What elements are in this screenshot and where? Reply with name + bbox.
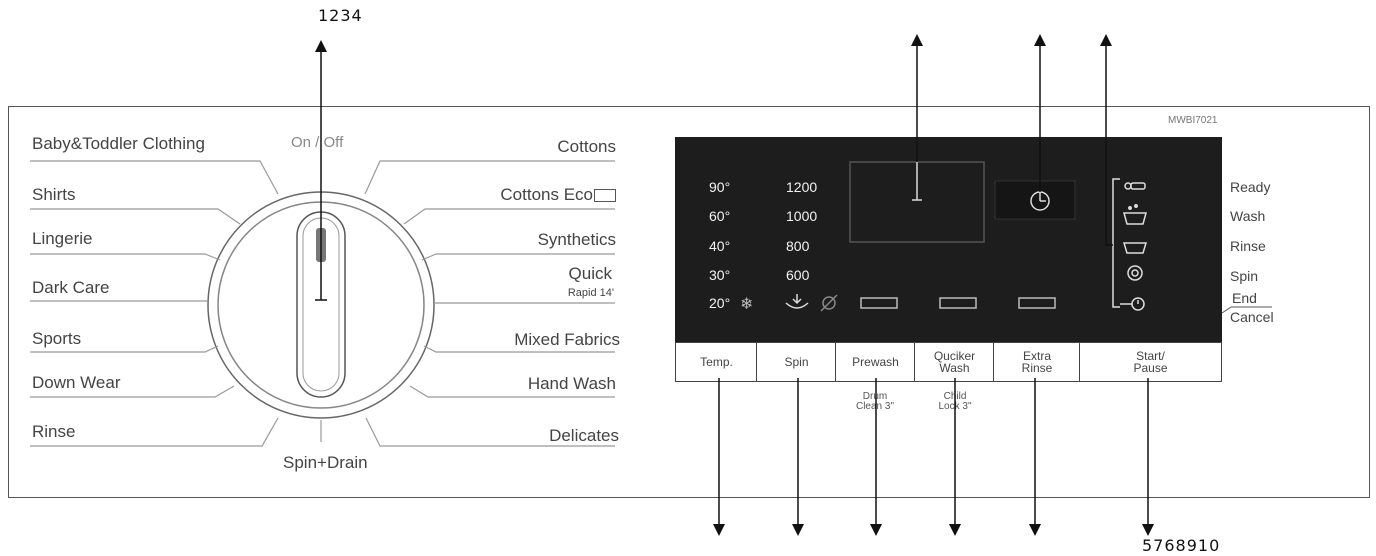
prewash-button-label: Prewash: [852, 355, 899, 369]
quicker-wash-button-label: Quciker Wash: [933, 349, 976, 375]
bottom-callout-label: 5768910: [1142, 536, 1221, 555]
start-pause-button[interactable]: Start/ Pause: [1079, 342, 1222, 382]
spin-button-label: Spin: [784, 355, 809, 369]
program-shirts: Shirts: [32, 185, 76, 204]
control-panel-frame: [8, 106, 1370, 498]
start-pause-button-label: Start/ Pause: [1133, 349, 1168, 375]
program-rinse: Rinse: [32, 422, 76, 441]
lcd-display: [675, 137, 1222, 342]
status-rinse: Rinse: [1230, 238, 1266, 254]
prewash-button[interactable]: Prewash: [835, 342, 916, 382]
temp-30: 30°: [709, 267, 731, 283]
temp-60: 60°: [709, 208, 731, 224]
program-cottons: Cottons: [557, 137, 616, 156]
quicker-wash-button[interactable]: Quciker Wash: [914, 342, 995, 382]
extra-rinse-button[interactable]: Extra Rinse: [993, 342, 1081, 382]
temp-40: 40°: [709, 238, 731, 254]
status-spin: Spin: [1230, 268, 1259, 284]
drum-clean-label: Drum Clean 3": [855, 391, 895, 412]
dial-on-off-label: On / Off: [291, 134, 344, 151]
spin-800: 800: [786, 238, 810, 254]
program-quick: Quick: [568, 264, 612, 283]
program-quick-sub: Rapid 14': [567, 287, 614, 299]
program-cottons-eco: Cottons Eco: [500, 185, 616, 205]
program-lingerie: Lingerie: [32, 229, 93, 248]
status-wash: Wash: [1230, 208, 1266, 224]
program-sports: Sports: [32, 329, 82, 348]
program-dark-care: Dark Care: [32, 278, 110, 297]
extra-rinse-button-label: Extra Rinse: [1021, 349, 1053, 375]
cold-wash-icon: ❄: [740, 296, 754, 313]
child-lock-label: Child Lock 3": [938, 391, 972, 412]
left-leader-lines: [30, 160, 279, 447]
dial-spin-drain-label: Spin+Drain: [283, 453, 368, 472]
temp-20: 20°: [709, 295, 731, 311]
program-delicates: Delicates: [549, 426, 619, 445]
temp-button[interactable]: Temp.: [675, 342, 758, 382]
right-leader-lines: [364, 160, 615, 447]
program-mixed-fabrics: Mixed Fabrics: [514, 330, 620, 349]
spin-button[interactable]: Spin: [756, 342, 837, 382]
spin-600: 600: [786, 267, 810, 283]
spin-1200: 1200: [786, 179, 818, 195]
status-end: End: [1232, 290, 1257, 306]
program-synthetics: Synthetics: [537, 230, 616, 249]
status-ready: Ready: [1230, 179, 1271, 195]
spin-1000: 1000: [786, 208, 818, 224]
eco-box-icon: [594, 189, 616, 203]
program-baby-toddler-clothing: Baby&Toddler Clothing: [32, 134, 205, 153]
program-cottons-eco-label: Cottons Eco: [500, 185, 593, 204]
temp-button-label: Temp.: [700, 355, 733, 369]
status-cancel: Cancel: [1230, 309, 1274, 325]
program-down-wear: Down Wear: [32, 373, 121, 392]
model-number: MWBI7021: [1168, 115, 1218, 126]
top-callout-label: 1234: [318, 6, 363, 25]
program-hand-wash: Hand Wash: [527, 374, 616, 393]
temp-90: 90°: [709, 179, 731, 195]
